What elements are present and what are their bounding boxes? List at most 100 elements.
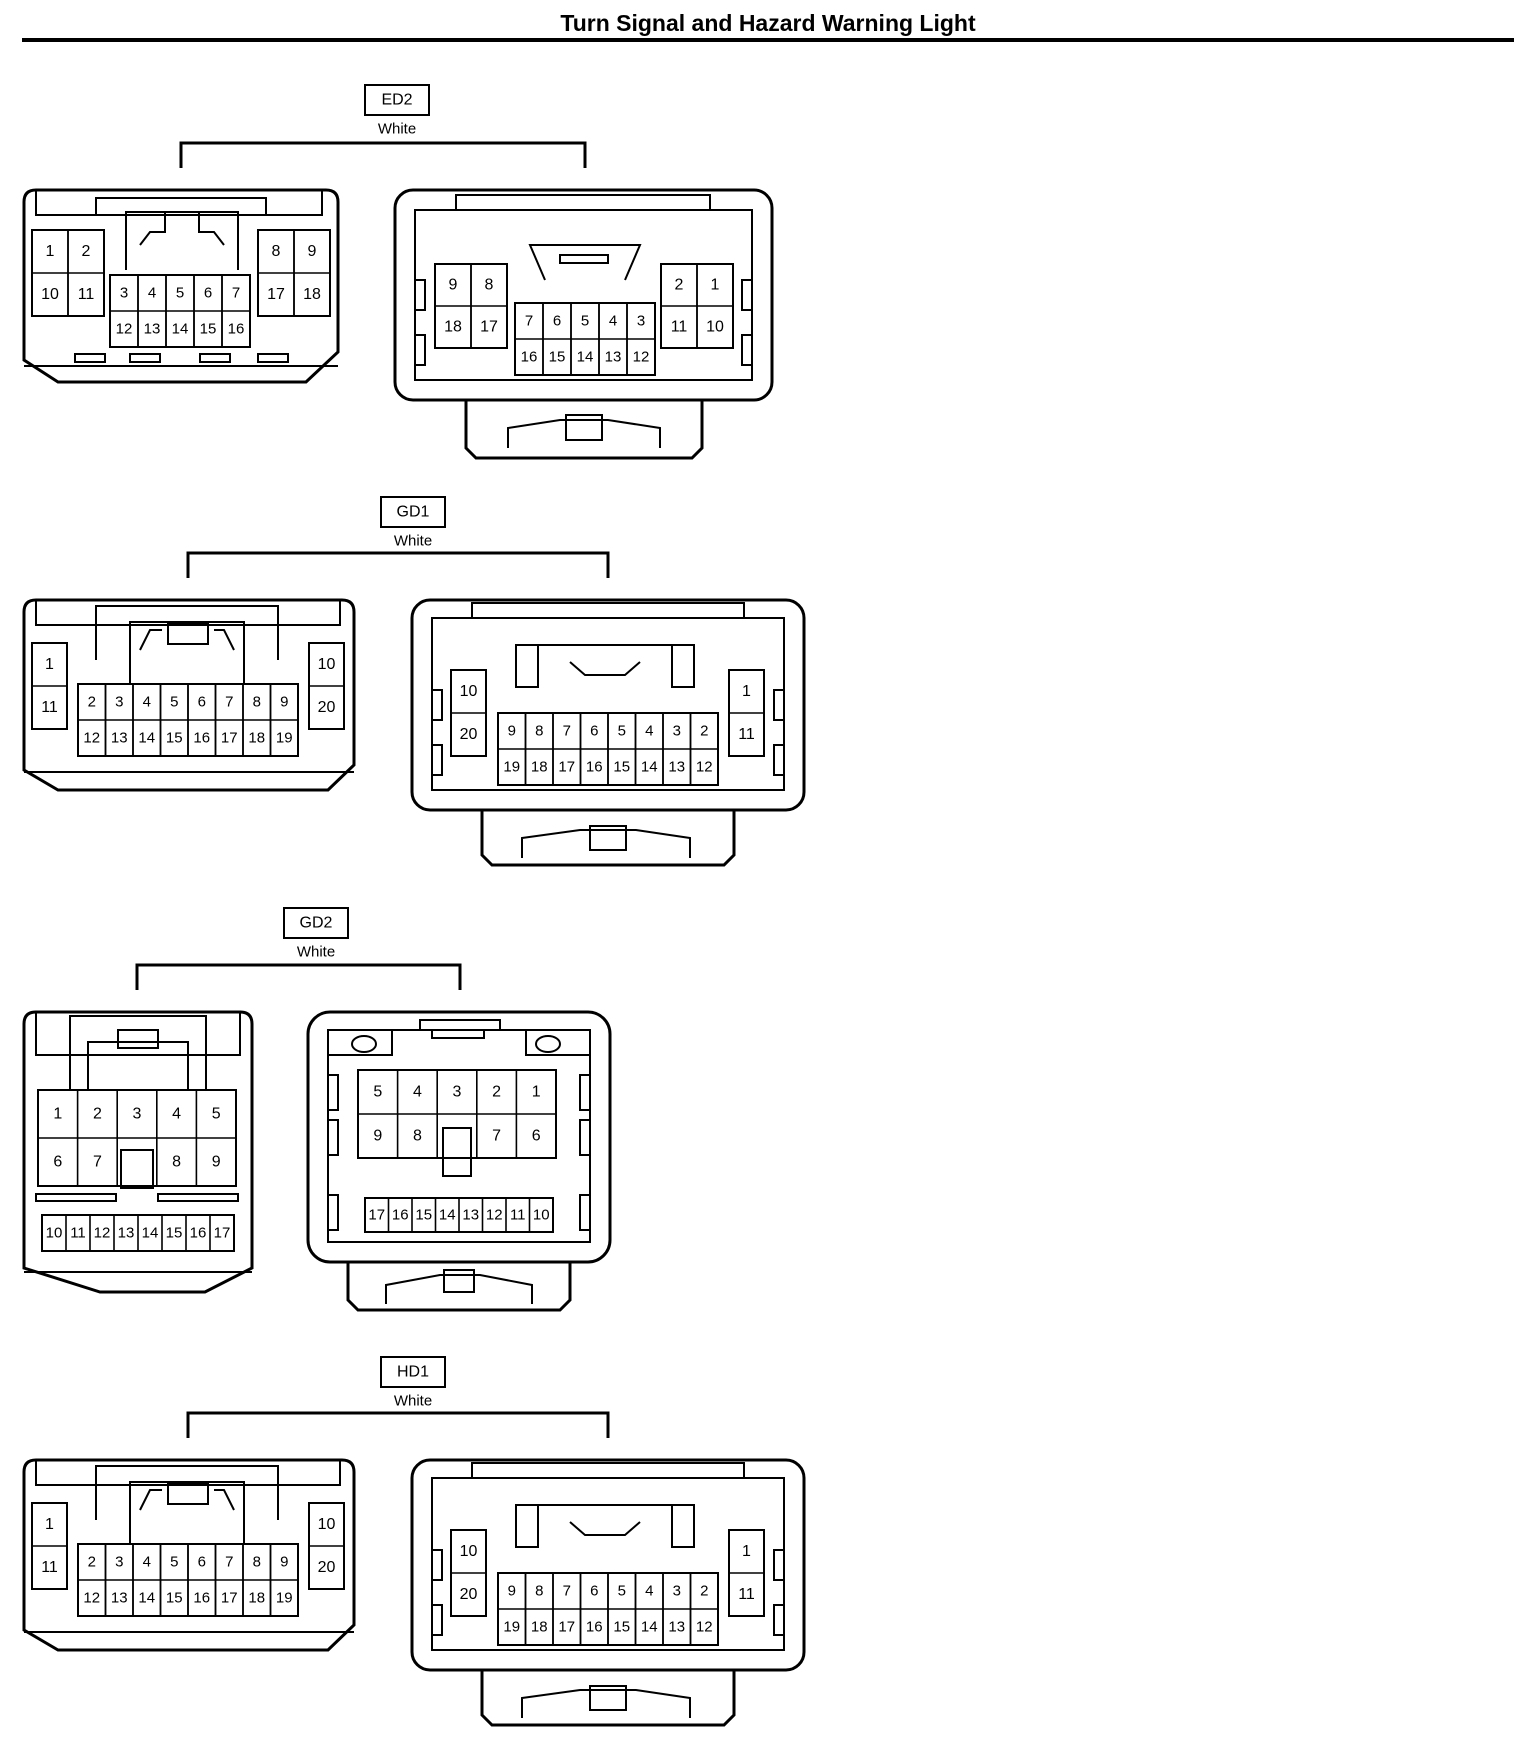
- pin-label: 17: [221, 1590, 238, 1607]
- pin-label: 17: [558, 759, 575, 776]
- outline-polyline: [198, 212, 225, 246]
- pin-label: 7: [225, 694, 233, 711]
- outline-rect: [157, 1193, 239, 1202]
- pin-label: 4: [172, 1106, 181, 1123]
- pin-label: 12: [696, 759, 713, 776]
- pin-label: 9: [373, 1128, 382, 1145]
- pin-label: 8: [413, 1128, 422, 1145]
- pin-label: 11: [78, 286, 95, 303]
- pin-label: 11: [738, 1586, 755, 1603]
- outline-rect: [431, 1604, 443, 1636]
- pin-label: 8: [253, 694, 261, 711]
- pin-label: 18: [531, 759, 548, 776]
- connector-code: HD1: [397, 1364, 429, 1381]
- outline-polyline: [525, 1030, 590, 1056]
- pin-label: 1: [53, 1106, 62, 1123]
- outline-rect: [443, 1269, 475, 1293]
- pin-label: 13: [668, 759, 685, 776]
- pin-label: 3: [133, 1106, 142, 1123]
- outline-polyline: [507, 419, 661, 448]
- connector-shell: [22, 1458, 356, 1652]
- pin-label: 10: [460, 683, 478, 700]
- pin-label: 15: [549, 349, 566, 366]
- pin-label: 2: [82, 243, 91, 260]
- outline-ellipse: [351, 1035, 377, 1053]
- outline-rect: [327, 1194, 339, 1231]
- pin-label: 1: [45, 1516, 54, 1533]
- pin-label: 11: [41, 1559, 58, 1576]
- pin-label: 14: [142, 1225, 159, 1242]
- pin-label: 17: [480, 319, 498, 336]
- pin-label: 16: [521, 349, 538, 366]
- outline-rect: [74, 353, 106, 363]
- latch: [464, 400, 704, 460]
- pin-label: 10: [706, 319, 724, 336]
- connector-code: GD2: [300, 915, 333, 932]
- connector-bracket: [135, 963, 462, 990]
- pin-label: 11: [70, 1225, 86, 1242]
- pin-label: 14: [172, 321, 189, 338]
- outline-polyline: [129, 621, 245, 684]
- pin-label: 7: [563, 723, 571, 740]
- pin-label: 13: [605, 349, 622, 366]
- latch: [346, 1262, 572, 1312]
- pin-label: 9: [508, 723, 516, 740]
- pin-label: 20: [318, 699, 336, 716]
- pin-label: 2: [675, 277, 684, 294]
- outline-ellipse: [535, 1035, 561, 1053]
- pin-label: 6: [198, 1554, 206, 1571]
- pin-label: 17: [558, 1619, 575, 1636]
- outline-rect: [257, 353, 289, 363]
- outline-rect: [167, 1483, 209, 1505]
- pin-label: 12: [696, 1619, 713, 1636]
- pin-label: 7: [225, 1554, 233, 1571]
- pin-label: 14: [138, 730, 155, 747]
- pin-label: 2: [88, 694, 96, 711]
- outline-polyline: [521, 1689, 691, 1718]
- pin-label: 7: [232, 285, 240, 302]
- pin-label: 6: [198, 694, 206, 711]
- outline-polyline: [432, 1462, 784, 1479]
- pin-label: 3: [673, 723, 681, 740]
- pin-label: 12: [83, 1590, 100, 1607]
- pin-label: 4: [645, 1583, 653, 1600]
- pin-label: 2: [492, 1084, 501, 1101]
- outline-polyline: [528, 244, 642, 281]
- connector-bracket: [179, 141, 587, 168]
- pin-label: 15: [200, 321, 217, 338]
- pin-label: 1: [45, 656, 54, 673]
- outline-polyline: [125, 211, 239, 270]
- pin-label: 4: [143, 694, 151, 711]
- pin-label: 2: [700, 1583, 708, 1600]
- outline-rect: [414, 334, 426, 366]
- pin-label: 10: [318, 1516, 336, 1533]
- pin-label: 18: [303, 286, 321, 303]
- connector-shell: [393, 188, 774, 402]
- outline-rect: [671, 644, 695, 688]
- outline-rect: [167, 623, 209, 645]
- outline-rect: [414, 279, 426, 311]
- outline-rect: [741, 279, 753, 311]
- outline-polyline: [69, 1015, 207, 1090]
- pin-label: 13: [111, 730, 128, 747]
- latch: [480, 1670, 736, 1727]
- pin-label: 9: [280, 694, 288, 711]
- pin-label: 3: [115, 1554, 123, 1571]
- pin-label: 19: [503, 759, 520, 776]
- pin-label: 18: [531, 1619, 548, 1636]
- latch: [480, 810, 736, 867]
- outline-polyline: [214, 629, 235, 651]
- pin-label: 9: [280, 1554, 288, 1571]
- outline-polyline: [432, 602, 784, 619]
- pin-label: 8: [535, 723, 543, 740]
- pin-label: 2: [93, 1106, 102, 1123]
- pin-label: 17: [368, 1207, 385, 1224]
- pin-label: 4: [143, 1554, 151, 1571]
- connector-bracket: [186, 551, 610, 578]
- outline-polyline: [139, 629, 162, 651]
